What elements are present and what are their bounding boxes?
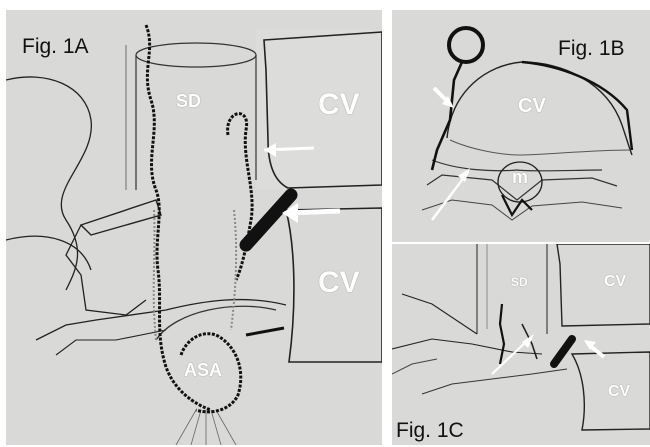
label-cv-lower-panel-c: CV bbox=[608, 384, 630, 400]
label-cv-panel-b: CV bbox=[518, 96, 546, 116]
figure-1a-label: Fig. 1A bbox=[22, 36, 89, 57]
arrow-panel-c-upper bbox=[584, 340, 604, 357]
label-cv-lower-panel-a: CV bbox=[318, 268, 360, 298]
arrow-panel-c-lower bbox=[492, 334, 534, 374]
label-sd-panel-c: SD bbox=[511, 276, 528, 288]
figure-1a-panel: Fig. 1A SD CV CV ASA bbox=[6, 10, 382, 445]
label-sd-panel-a: SD bbox=[176, 92, 201, 110]
catheter-marker-c bbox=[554, 339, 572, 364]
figure-1c-label: Fig. 1C bbox=[396, 420, 464, 441]
figure-1b-label: Fig. 1B bbox=[558, 38, 625, 59]
figure-1c-panel: SD CV CV Fig. 1C bbox=[392, 244, 650, 445]
label-cv-upper-panel-c: CV bbox=[604, 274, 626, 290]
label-cv-upper-panel-a: CV bbox=[318, 90, 360, 120]
arrow-lower-right bbox=[282, 203, 340, 223]
label-m-panel-b: m bbox=[512, 168, 528, 186]
figure-1b-panel: Fig. 1B CV m bbox=[392, 10, 650, 242]
label-asa-panel-a: ASA bbox=[184, 361, 222, 379]
catheter-marker bbox=[246, 195, 291, 245]
